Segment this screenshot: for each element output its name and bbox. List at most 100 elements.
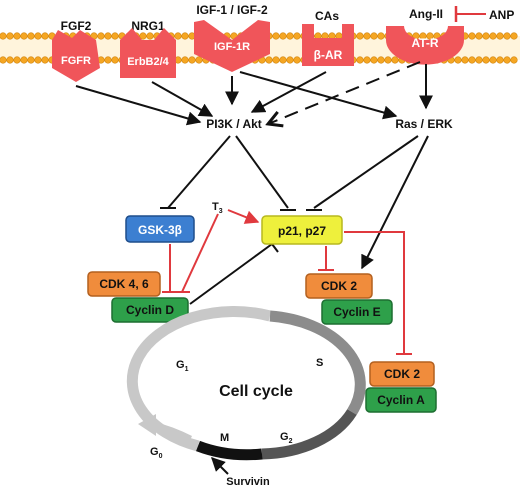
- t3-node: T3: [212, 201, 223, 215]
- s-label: S: [316, 357, 323, 369]
- cdk2-e-label: CDK 2: [321, 279, 357, 293]
- lipid-head: [111, 32, 119, 40]
- lipid-head: [111, 56, 119, 64]
- lipid-head: [426, 32, 434, 40]
- lipid-head: [482, 56, 490, 64]
- lipid-head: [104, 32, 112, 40]
- lipid-head: [503, 56, 511, 64]
- phase-m-arc: [196, 440, 263, 461]
- beta-ar-label: β-AR: [314, 48, 343, 62]
- lipid-head: [279, 56, 287, 64]
- lipid-head: [363, 32, 371, 40]
- cell-cycle-title: Cell cycle: [219, 383, 293, 400]
- igf1r-shape: [194, 20, 270, 72]
- g2-label: G2: [280, 431, 293, 445]
- lipid-head: [6, 56, 14, 64]
- survivin-node: Survivin: [211, 457, 270, 488]
- lipid-head: [181, 32, 189, 40]
- fgf2-label: FGF2: [61, 19, 92, 33]
- cdk2-a-label: CDK 2: [384, 367, 420, 381]
- at-r-shape: [386, 26, 464, 65]
- lipid-head: [391, 56, 399, 64]
- survivin-label: Survivin: [226, 476, 270, 488]
- lipid-head: [41, 32, 49, 40]
- g0-arrowhead: [138, 414, 156, 436]
- p21-p27-node: p21, p27: [261, 215, 343, 245]
- lipid-head: [482, 32, 490, 40]
- lipid-head: [97, 32, 105, 40]
- fgfr-shape: [52, 30, 100, 82]
- lipid-head: [286, 32, 294, 40]
- phase-s-arc: [269, 310, 366, 415]
- receptor-arrows: [75, 61, 433, 124]
- igf1r-receptor: IGF-1 / IGF-2 IGF-1R: [194, 3, 270, 72]
- g0-label: G0: [150, 446, 163, 460]
- lipid-head: [13, 32, 21, 40]
- anp-inhibition: ANP: [454, 6, 514, 22]
- at-r-label: AT-R: [411, 36, 438, 50]
- at-r-receptor: Ang-II AT-R: [386, 7, 464, 65]
- erbb-label: ErbB2/4: [127, 56, 169, 68]
- cas-label: CAs: [315, 9, 339, 23]
- erbb-shape: [120, 28, 176, 78]
- lipid-head: [454, 56, 462, 64]
- lipid-head: [356, 56, 364, 64]
- ang-ii-label: Ang-II: [409, 7, 443, 21]
- lipid-head: [0, 32, 7, 40]
- beta-ar-shape: [302, 24, 354, 66]
- lipid-head: [293, 56, 301, 64]
- lipid-head: [272, 56, 280, 64]
- lipid-head: [475, 32, 483, 40]
- lipid-head: [0, 56, 7, 64]
- pathway-edges: [160, 135, 429, 305]
- lipid-head: [286, 56, 294, 64]
- lipid-head: [475, 56, 483, 64]
- nrg1-label: NRG1: [131, 19, 165, 33]
- lipid-head: [419, 32, 427, 40]
- cyclin-a-label: Cyclin A: [377, 393, 425, 407]
- lipid-head: [181, 56, 189, 64]
- lipid-head: [370, 56, 378, 64]
- lipid-head: [195, 56, 203, 64]
- beta-ar-receptor: CAs β-AR: [302, 9, 354, 66]
- lipid-head: [41, 56, 49, 64]
- cyclin-e-label: Cyclin E: [333, 305, 380, 319]
- lipid-head: [489, 32, 497, 40]
- phase-g2-arc: [261, 408, 357, 460]
- lipid-head: [377, 32, 385, 40]
- lipid-head: [503, 32, 511, 40]
- fgfr-receptor: FGF2 FGFR: [52, 19, 100, 82]
- fgfr-label: FGFR: [61, 55, 91, 67]
- lipid-head: [496, 32, 504, 40]
- red-edges: [162, 209, 412, 355]
- lipid-head: [6, 32, 14, 40]
- lipid-head: [188, 56, 196, 64]
- igf-label: IGF-1 / IGF-2: [196, 3, 268, 17]
- gsk3b-label: GSK-3β: [138, 223, 182, 237]
- pi3k-akt-label: PI3K / Akt: [206, 117, 262, 131]
- lipid-head: [510, 32, 518, 40]
- lipid-head: [377, 56, 385, 64]
- lipid-head: [384, 56, 392, 64]
- cdk46-cyclin-d-complex: CDK 4, 6 Cyclin D: [87, 271, 189, 323]
- lipid-head: [13, 56, 21, 64]
- lipid-head: [146, 32, 154, 40]
- lipid-head: [461, 56, 469, 64]
- cdk46-label: CDK 4, 6: [99, 277, 149, 291]
- cdk2-cyclin-e-complex: CDK 2 Cyclin E: [305, 273, 393, 325]
- lipid-head: [104, 56, 112, 64]
- g1-label: G1: [176, 359, 189, 373]
- lipid-head: [27, 32, 35, 40]
- lipid-head: [272, 32, 280, 40]
- lipid-head: [363, 56, 371, 64]
- cdk2-cyclin-a-complex: CDK 2 Cyclin A: [365, 361, 437, 413]
- lipid-head: [20, 56, 28, 64]
- lipid-head: [489, 56, 497, 64]
- lipid-head: [20, 32, 28, 40]
- m-label: M: [220, 432, 229, 444]
- lipid-head: [139, 32, 147, 40]
- lipid-head: [265, 56, 273, 64]
- lipid-head: [27, 56, 35, 64]
- lipid-head: [174, 32, 182, 40]
